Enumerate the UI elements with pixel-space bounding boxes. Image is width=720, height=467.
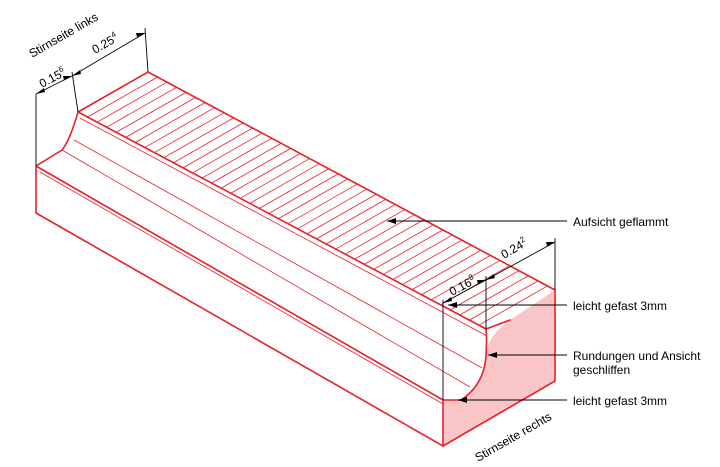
hatch-line xyxy=(144,107,215,149)
hatch-line xyxy=(78,72,130,103)
hatch-line xyxy=(286,183,358,225)
hatch-line xyxy=(267,173,339,215)
hatch-line xyxy=(153,112,225,154)
hatch-line xyxy=(210,143,282,184)
hatch-line xyxy=(343,214,415,256)
hatch-line xyxy=(315,199,386,240)
right-small-dimension: 0.168 xyxy=(446,272,478,299)
rounding-line-2 xyxy=(73,139,483,369)
hatch-line xyxy=(106,86,177,128)
hatch-line xyxy=(277,178,348,220)
hatch-line xyxy=(476,285,548,327)
hatch-line xyxy=(239,158,310,200)
leader-lines xyxy=(387,218,567,403)
right-end-face xyxy=(443,290,555,446)
hatch-line xyxy=(372,229,443,271)
hatch-line xyxy=(381,234,453,276)
hatch-line xyxy=(448,270,519,312)
hatch-line xyxy=(115,92,187,133)
hatch-line xyxy=(296,188,367,230)
hatch-line xyxy=(410,250,481,291)
hatch-line xyxy=(220,148,291,189)
lower-edge-line xyxy=(39,171,444,405)
hatch-line xyxy=(96,81,168,123)
stone-outline xyxy=(35,71,556,447)
hatch-line xyxy=(201,137,272,179)
hatch-line xyxy=(191,132,263,174)
bottom-chamfer-edge xyxy=(35,165,444,401)
hatch-line xyxy=(429,260,500,302)
left-large-dimension: 0.254 xyxy=(89,29,121,56)
hatch-line xyxy=(248,163,320,205)
right-profile-edge xyxy=(442,319,511,447)
rounding-line-3 xyxy=(61,149,471,388)
hatch-line xyxy=(134,102,206,143)
label-rounding-1: Rundungen und Ansicht xyxy=(573,349,701,363)
label-chamfer-bottom: leicht gefast 3mm xyxy=(573,394,667,408)
label-rounding-2: geschliffen xyxy=(573,363,630,377)
hatch-line xyxy=(163,117,234,159)
face-left-label: Stirnseite links xyxy=(27,10,101,61)
hatch-line xyxy=(400,245,472,286)
rounding-line-1 xyxy=(79,117,488,337)
hatch-line xyxy=(362,224,434,266)
hatch-line xyxy=(419,255,491,296)
hatch-line xyxy=(125,97,196,138)
label-top-surface: Aufsicht geflammt xyxy=(573,215,669,229)
hatch-line xyxy=(229,153,301,194)
hatch-line xyxy=(258,168,329,210)
top-front-edge xyxy=(77,111,487,330)
hatch-line xyxy=(305,194,377,235)
dimension-right xyxy=(442,238,556,400)
hatch-line xyxy=(87,76,158,118)
hatch-line xyxy=(457,275,529,317)
hatch-line xyxy=(182,127,253,169)
dimension-left xyxy=(35,27,149,166)
right-large-dimension: 0.242 xyxy=(498,234,530,261)
label-chamfer-top: leicht gefast 3mm xyxy=(573,299,667,313)
hatch-line xyxy=(324,204,396,245)
hatch-line xyxy=(391,239,462,281)
hatch-line xyxy=(353,219,424,261)
hatch-line xyxy=(172,122,244,164)
hatch-line xyxy=(334,209,405,251)
hatch-line xyxy=(467,280,538,322)
